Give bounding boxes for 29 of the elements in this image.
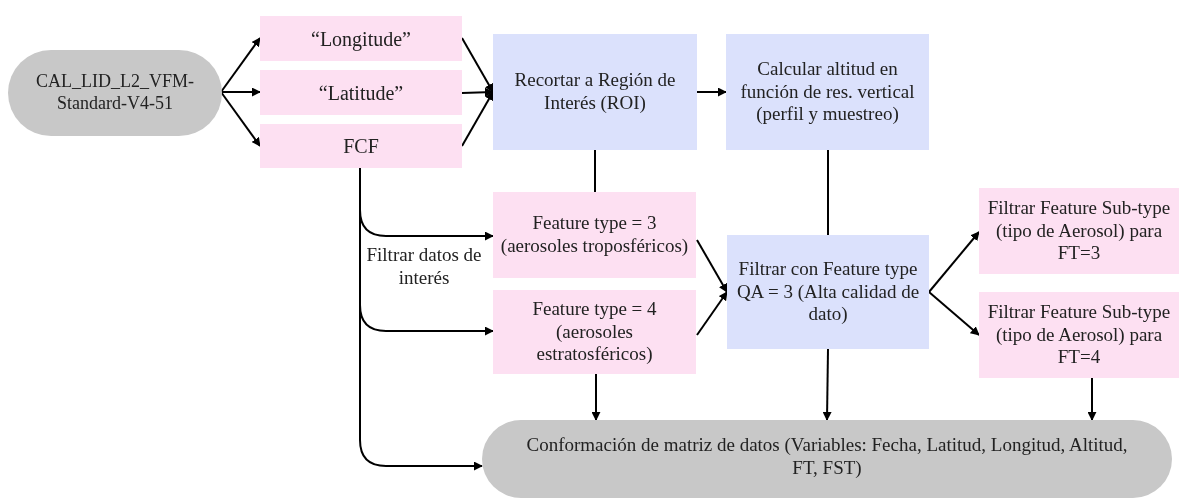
arrow (696, 291, 728, 336)
filter-box: Feature type = 4 (aerosoles estratosféricos) (493, 290, 696, 374)
arrow (461, 91, 494, 147)
connector-line (827, 149, 829, 236)
connector-line (594, 149, 596, 193)
arrow (928, 291, 980, 336)
variable-box: “Longitude” (260, 16, 462, 61)
process-box: Calcular altitud en función de res. vertical (perfil y muestreo) (726, 34, 929, 150)
arrow (461, 37, 494, 93)
arrow (591, 373, 601, 421)
arrow (696, 87, 727, 97)
arrow (928, 231, 980, 293)
terminal-pill: CAL_LID_L2_VFM-Standard-V4-51 (8, 50, 222, 136)
annotation-text: Filtrar datos de interés (366, 244, 482, 290)
variable-box: FCF (260, 124, 462, 168)
arrow (696, 239, 728, 293)
filter-box: Filtrar Feature Sub-type (tipo de Aerosol) para FT=4 (979, 292, 1179, 378)
process-box: Recortar a Región de Interés (ROI) (493, 34, 697, 150)
process-box: Filtrar con Feature type QA = 3 (Alta calidad de dato) (727, 235, 929, 349)
variable-box: “Latitude” (260, 70, 462, 115)
arrow (220, 91, 261, 147)
terminal-pill: Conformación de matriz de datos (Variables: Fecha, Latitud, Longitud, Altitud, FT, FST) (482, 420, 1172, 498)
arrow (220, 87, 261, 97)
arrow (220, 37, 261, 93)
arrow (1087, 377, 1097, 421)
filter-box: Filtrar Feature Sub-type (tipo de Aerosol) para FT=3 (979, 188, 1179, 274)
filter-box: Feature type = 3 (aerosoles troposféricos) (493, 192, 696, 278)
arrow (822, 348, 832, 421)
arrow (461, 87, 494, 97)
